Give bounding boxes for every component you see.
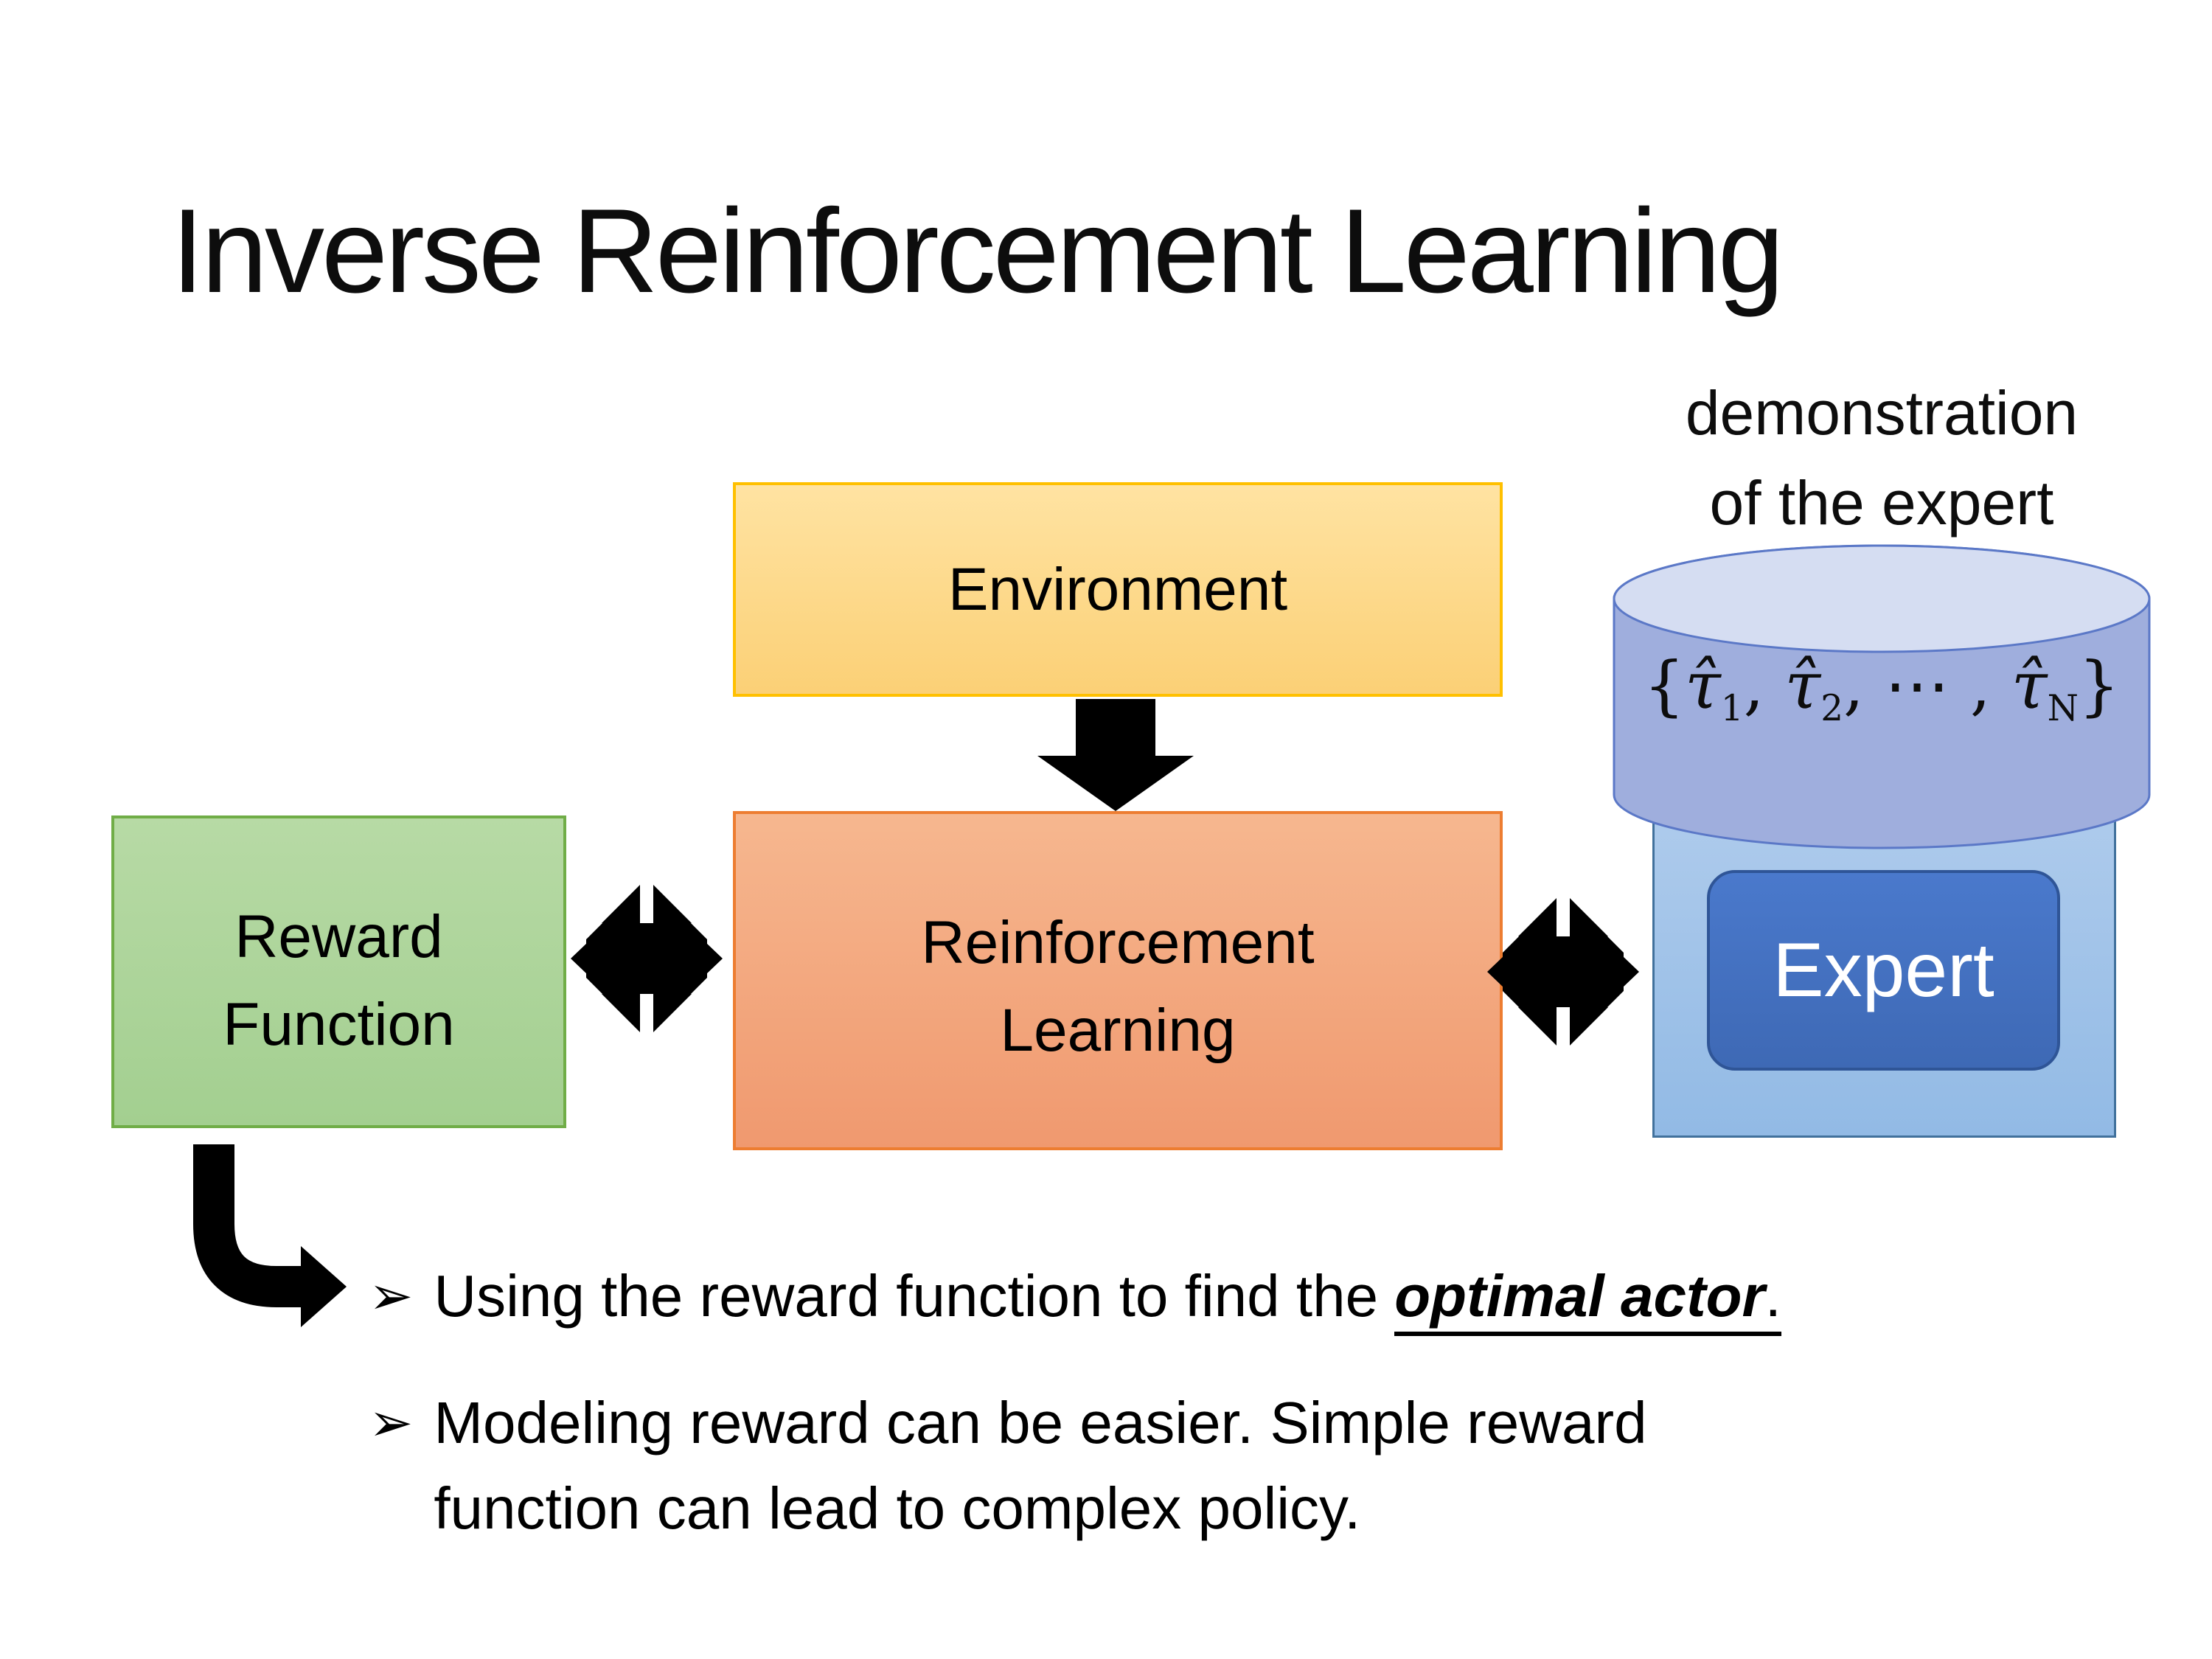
- demonstration-database-cylinder: [1613, 544, 2151, 849]
- page-title: Inverse Reinforcement Learning: [171, 184, 1784, 318]
- reward-function-box: Reward Function: [111, 815, 566, 1128]
- reinforcement-learning-box: Reinforcement Learning: [733, 811, 1503, 1150]
- formula-sep2: ,: [1843, 647, 1885, 723]
- reinforcement-learning-label-line2: Learning: [1000, 997, 1236, 1064]
- demonstration-label: demonstration of the expert: [1609, 369, 2154, 549]
- formula-sep3: ,: [1949, 647, 2011, 723]
- trajectory-set-formula: {τ̂1, τ̂2, ⋯ , τ̂N}: [1609, 647, 2154, 726]
- formula-sep1: ,: [1743, 647, 1785, 723]
- expert-label: Expert: [1773, 927, 1994, 1013]
- bullet-1-text-pre: Using the reward function to find the: [434, 1263, 1395, 1329]
- formula-tauN: τ̂: [2011, 647, 2048, 723]
- environment-box: Environment: [733, 482, 1503, 697]
- down-arrow-icon: [1037, 699, 1194, 811]
- formula-sub1: 1: [1720, 687, 1744, 729]
- bullet-arrow-icon: ➢: [369, 1265, 414, 1326]
- reinforcement-learning-label: Reinforcement Learning: [921, 900, 1314, 1075]
- demonstration-label-line2: of the expert: [1709, 467, 2054, 538]
- reinforcement-learning-label-line1: Reinforcement: [921, 909, 1315, 977]
- formula-sub2: 2: [1820, 687, 1843, 729]
- formula-tau1: τ̂: [1685, 647, 1721, 723]
- formula-close-brace: }: [2078, 647, 2120, 723]
- formula-open-brace: {: [1644, 647, 1686, 723]
- double-arrow-right-icon: [1487, 898, 1639, 1046]
- formula-cdots: ⋯: [1884, 647, 1950, 723]
- bullet-item-2: ➢ Modeling reward can be easier. Simple …: [369, 1380, 1770, 1551]
- bullet-arrow-icon: ➢: [369, 1391, 414, 1453]
- environment-label: Environment: [947, 555, 1288, 623]
- reward-function-label: Reward Function: [223, 894, 455, 1069]
- elbow-arrow-icon: [193, 1144, 347, 1327]
- formula-tau2: τ̂: [1784, 647, 1821, 723]
- bullet-2-text: Modeling reward can be easier. Simple re…: [434, 1390, 1647, 1541]
- demonstration-label-line1: demonstration: [1685, 378, 2079, 448]
- expert-box: Expert: [1707, 870, 2060, 1071]
- bullet-1-emphasis: optimal actor: [1394, 1263, 1765, 1329]
- bullet-1-text: Using the reward function to find the op…: [434, 1253, 1781, 1339]
- bullet-1-underlined: optimal actor.: [1394, 1263, 1781, 1336]
- double-arrow-left-icon: [571, 885, 723, 1032]
- reward-function-label-line1: Reward: [234, 903, 443, 971]
- bullet-1-period: .: [1764, 1263, 1781, 1329]
- formula-subN: N: [2047, 687, 2079, 729]
- reward-function-label-line2: Function: [223, 991, 455, 1058]
- bullet-item-1: ➢ Using the reward function to find the …: [369, 1253, 2138, 1339]
